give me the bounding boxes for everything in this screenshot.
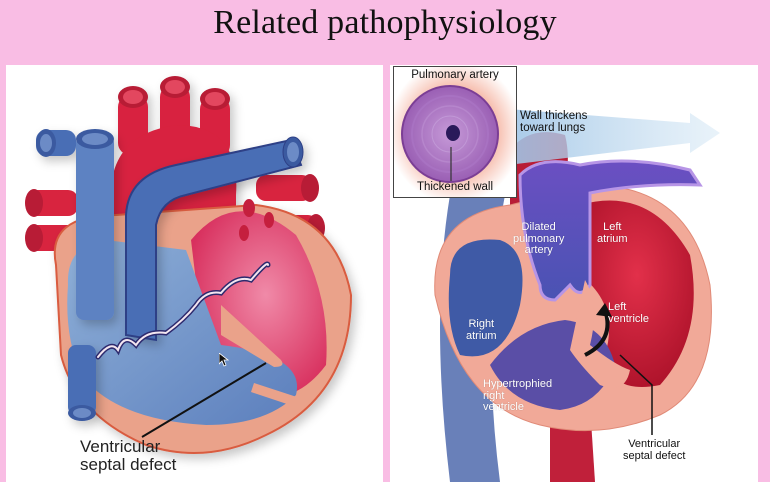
right-heart-diagram-panel: Pulmonary artery Thickened wall Wall thi…	[390, 65, 758, 482]
vena-cava	[36, 129, 114, 421]
label-hypertrophied-right-ventricle: Hypertrophied right ventricle	[483, 378, 553, 414]
label-left-ventricle: Left ventricle	[608, 301, 649, 325]
label-right-atrium: Right atrium	[466, 318, 497, 342]
pulmonary-artery-inset: Pulmonary artery Thickened wall	[393, 66, 517, 198]
ventricular-septum	[221, 305, 283, 367]
vsd-label-left: Ventricular septal defect	[80, 437, 177, 474]
label-dilated-pulmonary-artery: Dilated pulmonary artery	[513, 221, 565, 257]
dilated-pulmonary-artery	[518, 159, 703, 302]
pulmonary-trunk	[125, 136, 304, 342]
arrow-label: Wall thickens toward lungs	[520, 110, 588, 135]
heart-vsd-illustration	[25, 76, 353, 454]
left-heart-diagram-panel: Ventricular septal defect	[6, 65, 383, 482]
inset-title: Pulmonary artery	[411, 69, 499, 81]
inset-caption: Thickened wall	[416, 181, 494, 193]
label-vsd-right: Ventricular septal defect	[623, 438, 686, 462]
mouse-pointer-icon	[219, 353, 229, 367]
label-left-atrium: Left atrium	[597, 221, 628, 245]
thickened-artery-cross-section	[394, 67, 516, 197]
right-atrium-chamber	[448, 239, 523, 357]
heart-pulmonary-hypertension-illustration	[434, 109, 720, 482]
left-ventricle-chamber	[580, 200, 694, 387]
vsd-pointer-line	[141, 362, 267, 438]
slide-title: Related pathophysiology	[213, 4, 557, 41]
wall-thickens-arrow	[508, 109, 720, 165]
vsd-pointer-line-right	[619, 354, 653, 435]
